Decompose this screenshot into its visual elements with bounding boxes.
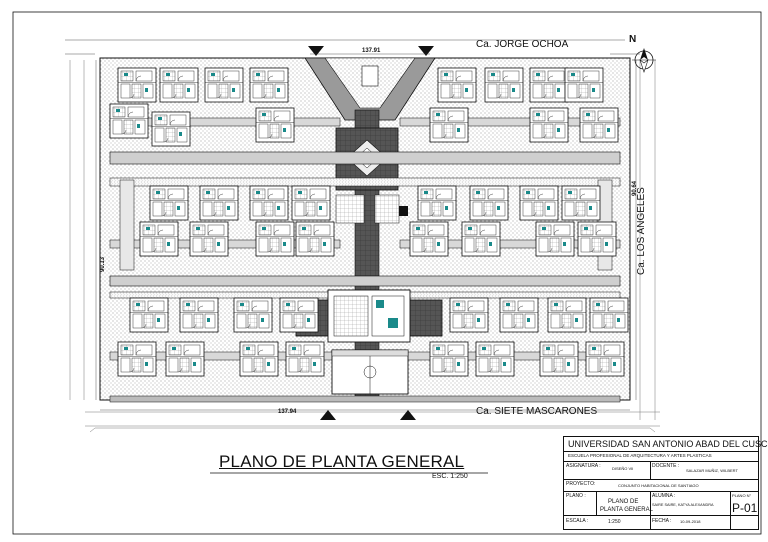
drawing-title: PLANO DE PLANTA GENERAL <box>219 452 465 471</box>
tb-teacher-label: DOCENTE : <box>652 463 680 469</box>
tb-project-label: PROYECTO: <box>566 481 596 487</box>
dimension-bottom: 137.94 <box>278 409 297 415</box>
tb-scale: 1:250 <box>608 519 621 525</box>
entrance-arrow-icon <box>320 410 336 420</box>
tb-number-label: PLANO N° <box>732 493 752 498</box>
drawing-scale: ESC. 1:250 <box>432 473 468 480</box>
tb-date-label: FECHA : <box>652 518 672 524</box>
tb-teacher: SALAZAR MUÑIZ, WILBERT <box>686 468 738 473</box>
tb-subject: DISEÑO VII <box>612 466 634 471</box>
street-label-east: Ca. LOS ANGELES <box>636 187 647 275</box>
tb-student: SAIRE SAIRE, KATYA ALEXANDRA <box>652 503 714 507</box>
tb-subject-label: ASIGNATURA : <box>566 463 601 469</box>
entrance-arrow-icon <box>308 46 324 56</box>
dimension-left: 90.13 <box>100 256 106 272</box>
street-label-north: Ca. JORGE OCHOA <box>476 39 569 50</box>
tb-scale-label: ESCALA : <box>566 518 589 524</box>
tb-school: ESCUELA PROFESIONAL DE ARQUITECTURA Y AR… <box>568 453 712 458</box>
entrance-arrow-icon <box>400 410 416 420</box>
north-arrow-icon <box>632 48 656 73</box>
entrance-arrow-icon <box>418 46 434 56</box>
tb-project: CONJUNTO HABITACIONAL DE SANTIAGO <box>618 483 699 488</box>
street-label-south: Ca. SIETE MASCARONES <box>476 406 598 417</box>
tb-date: 10-09-2018 <box>680 519 701 524</box>
title-block: UNIVERSIDAD SAN ANTONIO ABAD DEL CUSCO E… <box>563 436 768 530</box>
north-label: N <box>629 34 637 45</box>
tb-sheet-label: PLANO : <box>566 493 586 499</box>
tb-sheet-name-1: PLANO DE <box>608 499 639 505</box>
tb-university: UNIVERSIDAD SAN ANTONIO ABAD DEL CUSCO <box>568 439 768 449</box>
tb-student-label: ALUMNA : <box>652 493 676 499</box>
tb-sheet-name-2: PLANTA GENERAL <box>600 507 653 513</box>
tb-number: P-01 <box>732 501 758 515</box>
dimension-right: 90.64 <box>632 180 638 196</box>
dimension-top: 137.91 <box>362 48 381 54</box>
